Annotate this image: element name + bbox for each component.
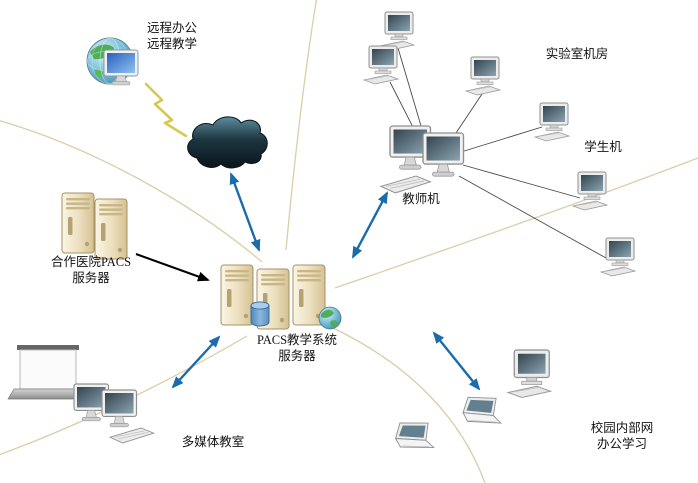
internet-cloud-icon bbox=[187, 116, 268, 169]
desktop-pc-icon bbox=[600, 237, 636, 277]
hospital-label-line2: 服务器 bbox=[72, 271, 110, 285]
monitor-icon bbox=[101, 389, 138, 428]
pacs-teaching-server-label: PACS教学系统 服务器 bbox=[257, 332, 337, 364]
multimedia-classroom-label: 多媒体教室 bbox=[181, 435, 245, 449]
server-tower-icon bbox=[94, 198, 128, 260]
laptop-icon bbox=[461, 394, 502, 427]
desktop-pc-icon bbox=[465, 56, 501, 96]
laptop-icon bbox=[393, 419, 435, 452]
arrow-cloud-server bbox=[229, 172, 261, 252]
lab-room-label: 实验室机房 bbox=[545, 47, 609, 61]
remote-office-label-line2: 远程教学 bbox=[146, 37, 198, 51]
globe-small-icon bbox=[318, 306, 342, 330]
desktop-pc-icon bbox=[534, 102, 570, 142]
campus-intranet-label: 校园内部网 办公学习 bbox=[591, 420, 654, 452]
arrow-server-campus bbox=[432, 331, 481, 391]
hospital-label-line1: 合作医院PACS bbox=[50, 255, 132, 269]
arrow-teacher-server bbox=[351, 191, 389, 259]
central-label-line1: PACS教学系统 bbox=[256, 333, 338, 347]
hospital-pacs-server-label: 合作医院PACS 服务器 bbox=[51, 254, 131, 286]
campus-label-line1: 校园内部网 bbox=[590, 421, 654, 435]
teacher-machine-node bbox=[380, 125, 465, 194]
remote-office-label: 远程办公 远程教学 bbox=[147, 20, 197, 52]
lab-room-node bbox=[363, 11, 501, 96]
pacs-teaching-server-node bbox=[220, 264, 342, 330]
arrow-hospital-server bbox=[135, 253, 210, 282]
lightning-bolt-icon bbox=[144, 82, 188, 138]
campus-intranet-node bbox=[393, 349, 552, 452]
multimedia-classroom-node bbox=[7, 345, 155, 444]
remote-office-node bbox=[86, 37, 268, 169]
database-cylinder-icon bbox=[250, 301, 270, 327]
student-machine-label: 学生机 bbox=[584, 140, 622, 154]
desktop-pc-icon bbox=[379, 11, 415, 51]
desktop-pc-icon bbox=[363, 45, 399, 85]
central-label-line2: 服务器 bbox=[278, 349, 316, 363]
remote-office-label-line1: 远程办公 bbox=[146, 21, 198, 35]
arrow-server-multimedia bbox=[171, 335, 221, 389]
remote-monitor-icon bbox=[103, 49, 139, 86]
keyboard-icon bbox=[109, 427, 155, 444]
teacher-machine-label: 教师机 bbox=[402, 192, 440, 206]
server-tower-icon bbox=[220, 264, 254, 326]
server-tower-icon bbox=[61, 192, 95, 254]
projector-screen-icon bbox=[7, 345, 89, 400]
blue-arrows bbox=[171, 172, 481, 391]
monitor-icon bbox=[422, 132, 465, 177]
desktop-pc-icon bbox=[507, 349, 552, 399]
hospital-pacs-server-node bbox=[61, 192, 128, 260]
campus-label-line2: 办公学习 bbox=[596, 437, 648, 451]
desktop-pc-icon bbox=[572, 171, 608, 211]
